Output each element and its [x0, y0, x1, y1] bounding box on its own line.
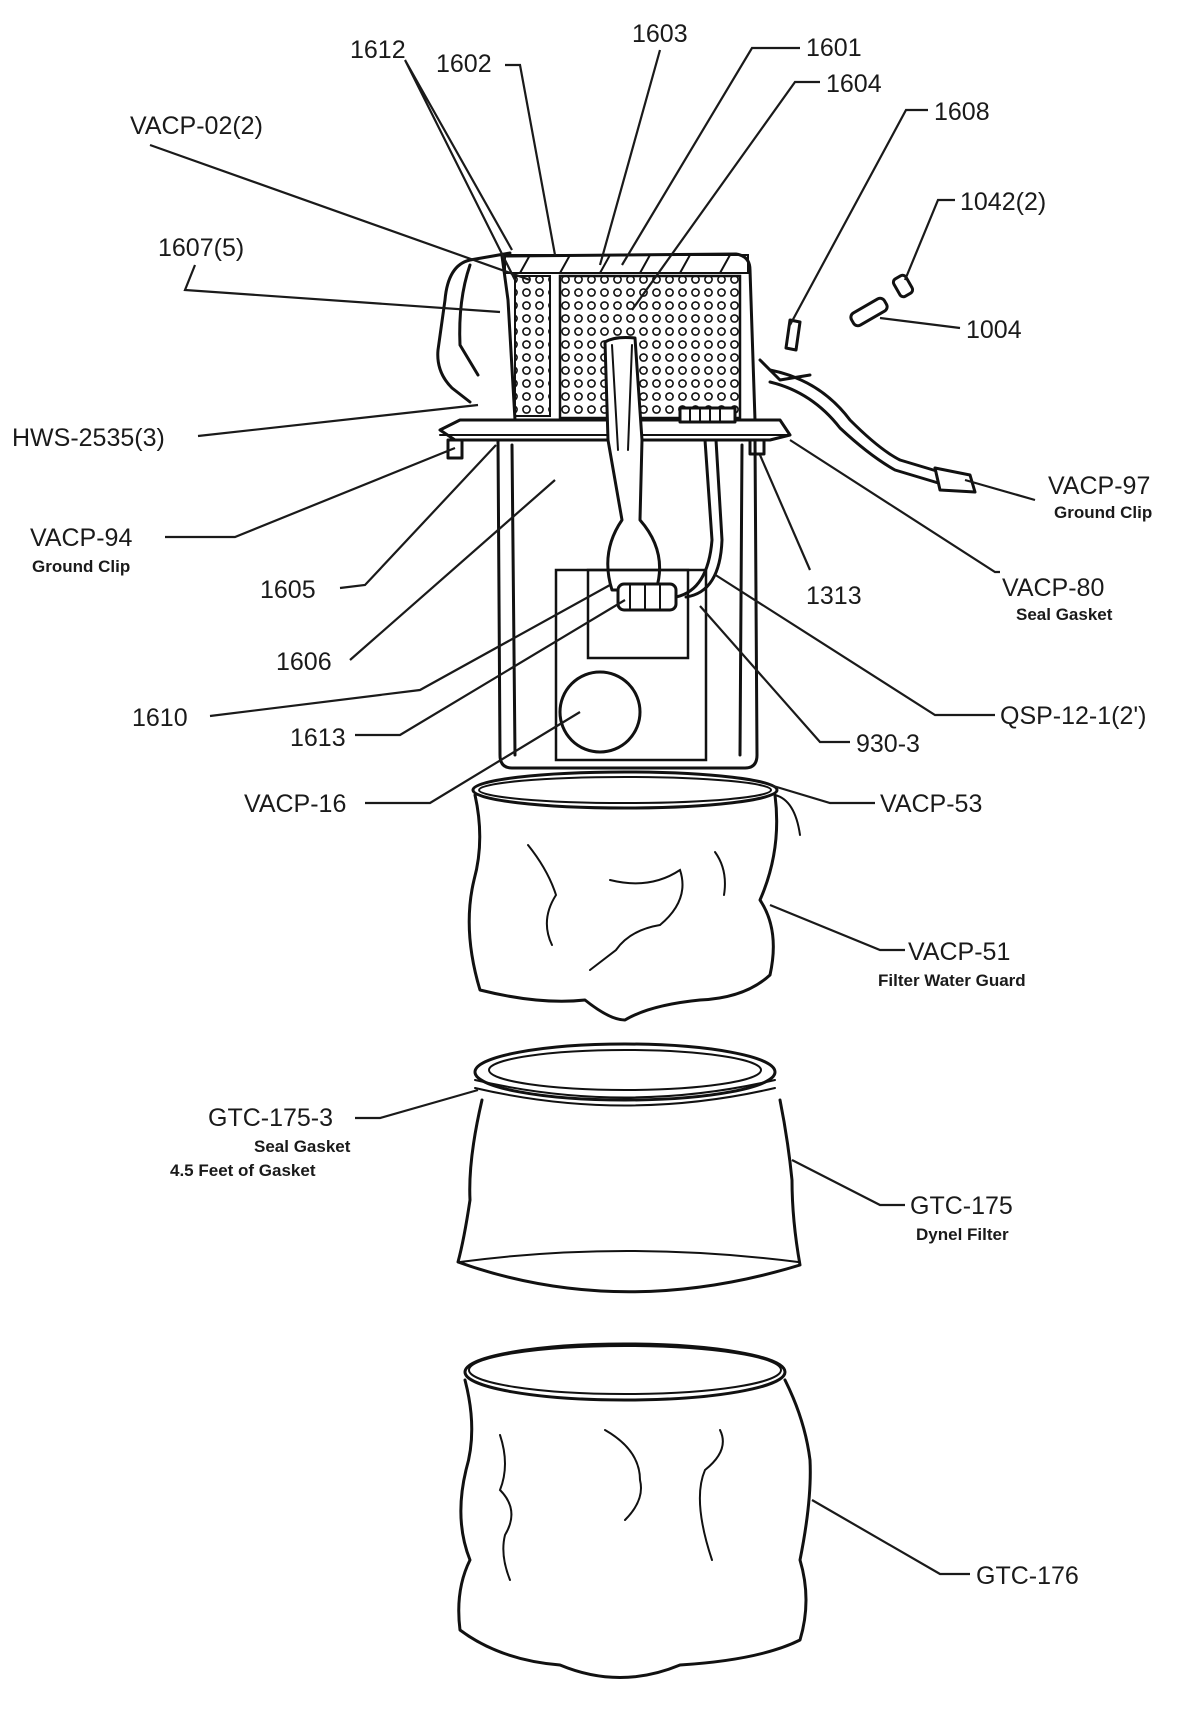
label-vacp-80: VACP-80 [1002, 574, 1104, 602]
label-gtc-175-3-sub1: Seal Gasket [254, 1137, 351, 1156]
label-1605: 1605 [260, 576, 316, 604]
label-vacp-80-sub: Seal Gasket [1016, 605, 1113, 624]
label-vacp-53: VACP-53 [880, 790, 982, 818]
lid-assembly [436, 251, 792, 460]
label-930-3: 930-3 [856, 730, 920, 758]
label-gtc-175-3: GTC-175-3 [208, 1104, 333, 1132]
label-gtc-176: GTC-176 [976, 1562, 1079, 1590]
label-qsp-12-1: QSP-12-1(2') [1000, 702, 1146, 730]
label-1004: 1004 [966, 316, 1022, 344]
label-vacp-02: VACP-02(2) [130, 112, 263, 140]
label-gtc-175: GTC-175 [910, 1192, 1013, 1220]
label-vacp-97-sub: Ground Clip [1054, 503, 1152, 522]
venturi-tube [603, 336, 678, 612]
label-1612: 1612 [350, 36, 406, 64]
label-vacp-51-sub: Filter Water Guard [878, 971, 1026, 990]
label-vacp-97: VACP-97 [1048, 472, 1150, 500]
leader-lines [149, 46, 1036, 1576]
label-vacp-51: VACP-51 [908, 938, 1010, 966]
label-1042: 1042(2) [960, 188, 1046, 216]
ground-cable [758, 318, 977, 494]
part-1042-1004 [849, 273, 915, 328]
label-vacp-94: VACP-94 [30, 524, 132, 552]
label-1610: 1610 [132, 704, 188, 732]
label-vacp-94-sub: Ground Clip [32, 557, 130, 576]
label-1607: 1607(5) [158, 234, 244, 262]
label-1603: 1603 [632, 20, 688, 48]
label-1606: 1606 [276, 648, 332, 676]
filter-bag [457, 1342, 812, 1679]
label-hws-2535: HWS-2535(3) [12, 424, 165, 452]
label-1602: 1602 [436, 50, 492, 78]
label-gtc-175-sub: Dynel Filter [916, 1225, 1009, 1244]
dynel-filter [456, 1042, 802, 1294]
label-vacp-16: VACP-16 [244, 790, 346, 818]
label-1613: 1613 [290, 724, 346, 752]
filter-water-guard [467, 770, 801, 1022]
label-gtc-175-3-sub2: 4.5 Feet of Gasket [170, 1161, 316, 1180]
label-1608: 1608 [934, 98, 990, 126]
label-1313: 1313 [806, 582, 862, 610]
label-1601: 1601 [806, 34, 862, 62]
label-1604: 1604 [826, 70, 882, 98]
